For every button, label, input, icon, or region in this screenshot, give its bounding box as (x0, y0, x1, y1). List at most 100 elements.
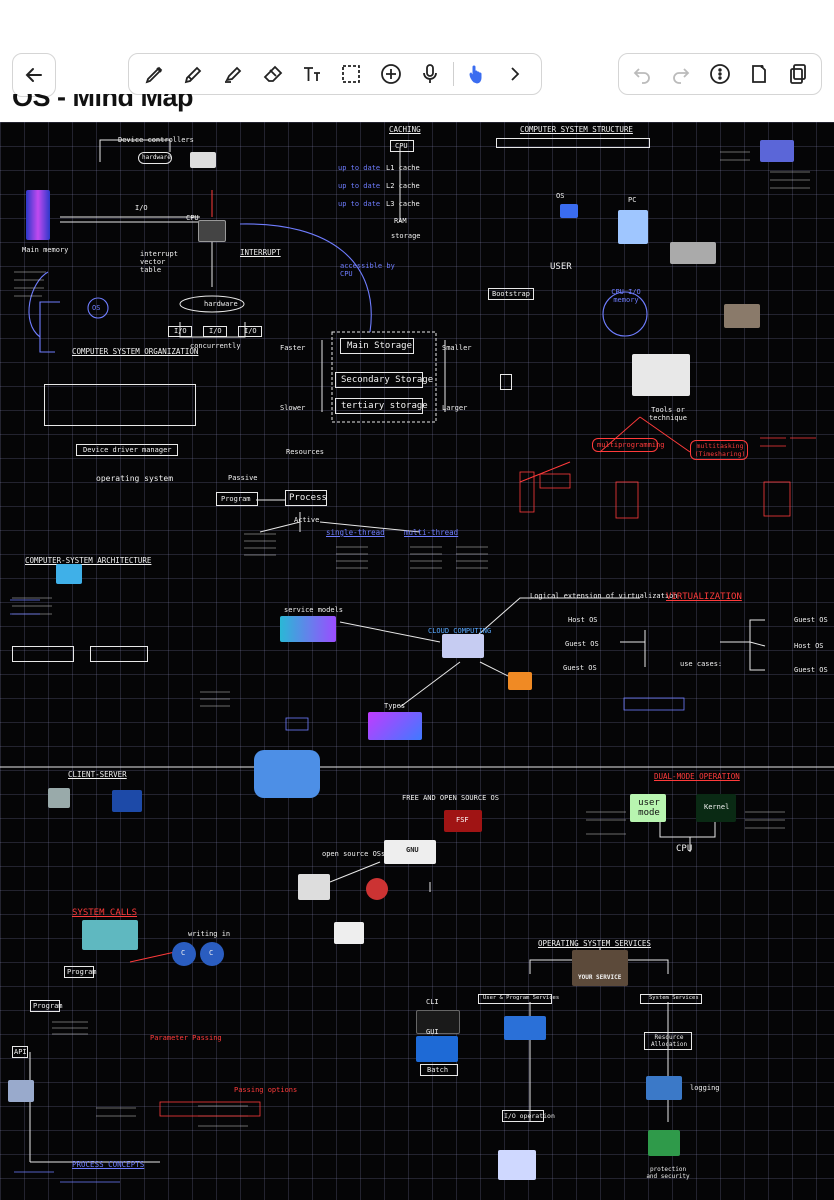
css-label: COMPUTER SYSTEM STRUCTURE (520, 125, 633, 134)
passive-label: Passive (228, 474, 258, 482)
text-tool-icon[interactable] (295, 57, 329, 91)
memory-stick-image (26, 190, 50, 240)
csa-label: COMPUTER-SYSTEM ARCHITECTURE (25, 556, 152, 565)
up-to-date-3: up to date (338, 200, 381, 208)
gnu-logo: GNU (384, 840, 436, 864)
dual-mode-cpu-label: CPU (676, 844, 693, 854)
use-cases-label: use cases: (680, 660, 723, 668)
cso-label: COMPUTER SYSTEM ORGANIZATION (72, 347, 199, 356)
multi-thread-label: multi-thread (404, 528, 459, 537)
network-image (760, 140, 794, 162)
io-operation-label: I/O operation (504, 1112, 555, 1120)
system-calls-label: SYSTEM CALLS (72, 908, 138, 918)
system-calls-image (82, 920, 138, 950)
back-arrow-icon[interactable] (17, 58, 51, 92)
dual-mode-label: DUAL-MODE OPERATION (654, 772, 740, 781)
tertiary-storage-box: tertiary storage (335, 398, 428, 414)
touch-draw-icon[interactable] (459, 57, 493, 91)
chevron-right-icon[interactable] (498, 57, 532, 91)
cloud-diagram-image (254, 750, 320, 798)
multitasking-label: multitasking (Timesharing) (694, 442, 746, 458)
operating-system-label: operating system (96, 474, 174, 483)
faster-label: Faster (280, 344, 306, 352)
fsf-logo: FSF (444, 810, 482, 832)
io-box-1: I/O (168, 326, 192, 337)
gui-image (416, 1036, 458, 1062)
undo-icon[interactable] (625, 57, 659, 91)
c-logo-1: C (172, 942, 196, 966)
resource-allocation-box: Resource Allocation (644, 1032, 692, 1050)
hardware-bottom-label: hardware (204, 300, 238, 308)
io-box-3: I/O (238, 326, 262, 337)
hardware-label: hardware (142, 154, 171, 161)
api-label: API (14, 1048, 27, 1056)
numa-box (90, 646, 148, 662)
bsd-image (366, 878, 388, 900)
your-service-label: YOUR SERVICE (578, 974, 622, 981)
handwritten-notes (10, 151, 816, 1183)
io-operation-box: I/O operation (502, 1110, 555, 1122)
io-box-3-label: I/O (244, 327, 257, 335)
cso-diagram (44, 384, 196, 426)
l3-cache-label: L3 cache (386, 200, 420, 208)
program-box-3: Program (30, 1000, 63, 1012)
microphone-icon[interactable] (413, 57, 447, 91)
concurrently-label: concurrently (190, 342, 241, 350)
device-driver-label: Device driver manager (83, 446, 172, 454)
eraser-icon[interactable] (256, 57, 290, 91)
accessible-by-cpu-label: accessible by CPU (340, 262, 395, 278)
up-to-date-1: up to date (338, 164, 381, 172)
add-icon[interactable] (374, 57, 408, 91)
redo-icon[interactable] (664, 57, 698, 91)
toolbar-separator (452, 62, 454, 86)
highlighter-icon[interactable] (216, 57, 250, 91)
batch-box: Batch (420, 1064, 458, 1076)
user-mode-label: user mode (638, 798, 660, 818)
lasso-select-icon[interactable] (334, 57, 368, 91)
io-box-2: I/O (203, 326, 227, 337)
passing-options-label: Passing options (234, 1086, 298, 1094)
aws-image (508, 672, 532, 690)
user-mode-box: user mode (630, 794, 666, 822)
guest-os-label-3: Guest OS (794, 616, 828, 624)
host-os-label: Host OS (568, 616, 598, 624)
multiprogramming-label: multiprogramming (597, 441, 665, 449)
types-label: Types (384, 702, 406, 710)
more-icon[interactable] (703, 57, 737, 91)
program-box: Program (216, 492, 258, 506)
smp-box (12, 646, 74, 662)
page-title: OS - Mind Map (12, 94, 193, 112)
process-concepts-label: PROCESS CONCEPTS (72, 1160, 145, 1169)
gui-label: GUI (426, 1028, 439, 1036)
mind-map-canvas[interactable]: Device controllers hardware Main memory … (0, 122, 834, 1200)
cpu-box-label: CPU (395, 142, 408, 150)
css-layers-box (496, 138, 650, 148)
guest-os-label-4: Guest OS (794, 666, 828, 674)
bootstrap-box: Bootstrap (488, 288, 534, 300)
new-page-icon[interactable] (742, 57, 776, 91)
pen-icon[interactable] (138, 57, 172, 91)
cloud-types-image (368, 712, 422, 740)
os-circle-label: OS (92, 304, 101, 312)
bootstrap-label: Bootstrap (492, 290, 530, 298)
logging-image (646, 1076, 682, 1100)
app-toolbar: OS - Mind Map (0, 0, 834, 118)
c-logo-2: C (200, 942, 224, 966)
guest-os-label-1: Guest OS (565, 640, 599, 648)
protection-label: protection and security (646, 1166, 690, 1180)
title-clip: OS - Mind Map (0, 94, 834, 118)
pencil-icon[interactable] (177, 57, 211, 91)
kernel-label: Kernel (704, 803, 730, 811)
pc-label: PC (628, 196, 637, 204)
pages-icon[interactable] (781, 57, 815, 91)
cpu-chip-image (198, 220, 226, 242)
user-label: USER (550, 262, 572, 272)
storage-label: storage (391, 232, 421, 240)
host-os-label-2: Host OS (794, 642, 824, 650)
pc-image (618, 210, 648, 244)
parameter-passing-label: Parameter Passing (150, 1034, 222, 1042)
computer-image (56, 564, 82, 584)
smaller-label: Smaller (442, 344, 472, 352)
interrupt-label: INTERRUPT (240, 248, 281, 257)
program-box-2-label: Program (67, 968, 97, 976)
